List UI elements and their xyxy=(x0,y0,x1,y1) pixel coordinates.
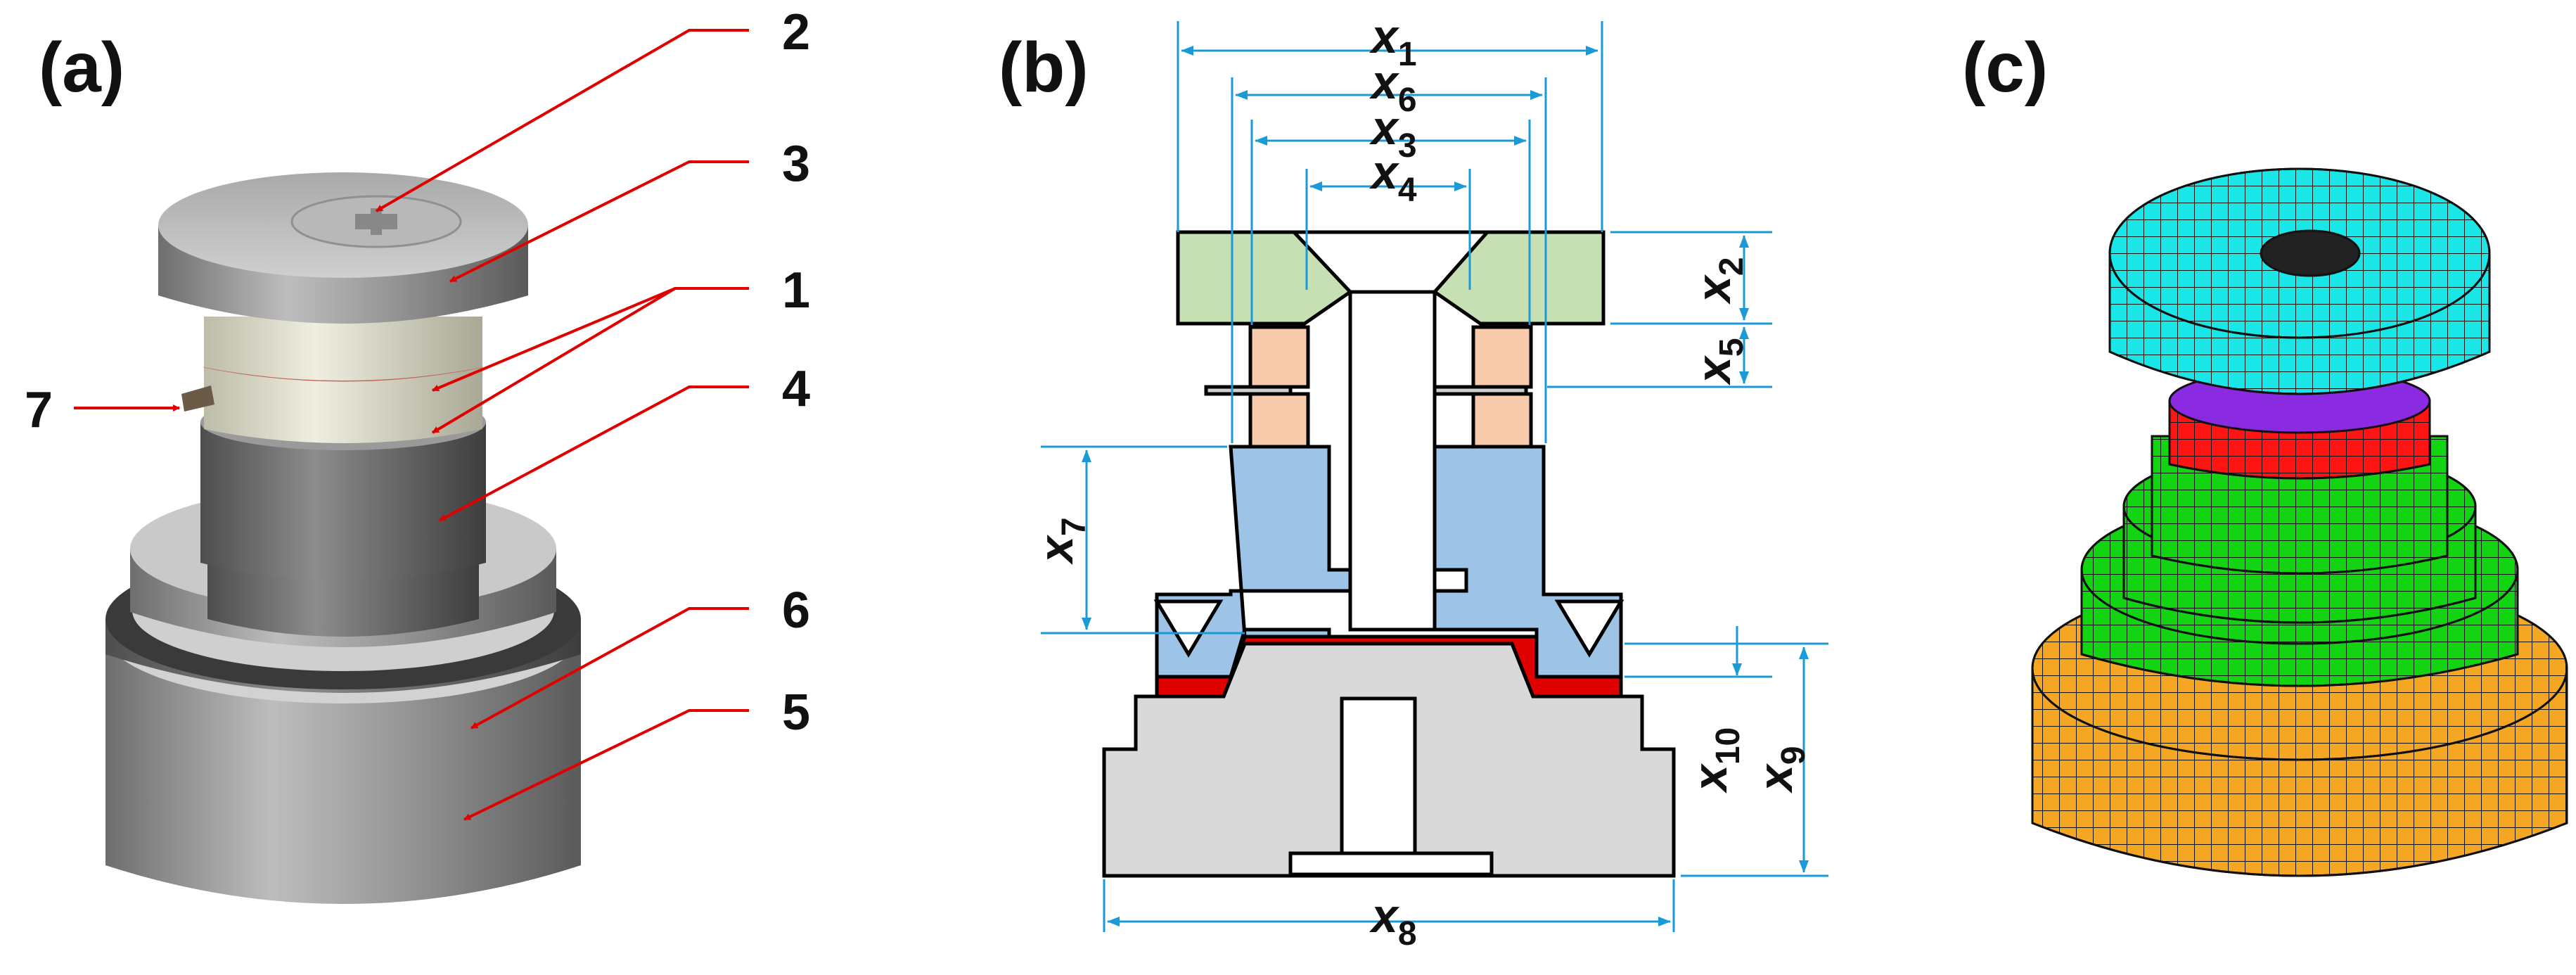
arrow-4 xyxy=(439,385,749,522)
dim-x10: x10 xyxy=(1684,727,1747,794)
callout-6: 6 xyxy=(782,582,810,639)
arrow-1b xyxy=(431,287,677,434)
panel-b-label: (b) xyxy=(999,28,1089,107)
panel-a: (a) xyxy=(25,4,810,904)
panel-c: (c) xyxy=(1962,28,2568,877)
dim-x5: x5 xyxy=(1687,338,1750,385)
arrow-6 xyxy=(470,607,749,729)
dim-x1: x1 xyxy=(1369,10,1417,73)
callout-7: 7 xyxy=(25,382,53,438)
callout-2: 2 xyxy=(782,4,810,60)
specimen-right-bot xyxy=(1471,392,1533,449)
fe-mesh-model xyxy=(2031,167,2568,877)
arrow-5 xyxy=(463,709,749,821)
dim-x9: x9 xyxy=(1749,746,1812,794)
specimen-left-bot xyxy=(1248,392,1310,449)
callout-labels: 2 3 1 7 4 6 5 xyxy=(25,4,810,741)
center-bolt xyxy=(1348,290,1437,632)
arrow-3 xyxy=(449,160,749,283)
panel-a-label: (a) xyxy=(39,28,124,107)
callout-1: 1 xyxy=(782,262,810,319)
callout-3: 3 xyxy=(782,136,810,192)
specimen-left-top xyxy=(1248,325,1310,389)
dim-x4: x4 xyxy=(1369,146,1417,209)
specimen-discs-part-1 xyxy=(181,317,483,443)
panel-b: (b) xyxy=(999,10,1828,952)
dimension-lines xyxy=(1041,21,1828,932)
callout-arrows xyxy=(74,29,749,821)
callout-5: 5 xyxy=(782,684,810,741)
dim-x6: x6 xyxy=(1369,56,1417,119)
top-cap-part-3 xyxy=(158,172,528,324)
dim-x2: x2 xyxy=(1687,257,1750,305)
callout-4: 4 xyxy=(782,361,810,417)
dim-x3: x3 xyxy=(1369,101,1417,165)
dim-x8: x8 xyxy=(1369,889,1417,952)
cross-section xyxy=(1102,230,1676,878)
arrow-2 xyxy=(375,29,749,212)
panel-c-label: (c) xyxy=(1962,28,2048,107)
dimension-labels: x1 x6 x3 x4 x2 x5 x7 x10 x9 x8 xyxy=(1030,10,1812,952)
dim-x7: x7 xyxy=(1030,517,1093,565)
specimen-right-top xyxy=(1471,325,1533,389)
